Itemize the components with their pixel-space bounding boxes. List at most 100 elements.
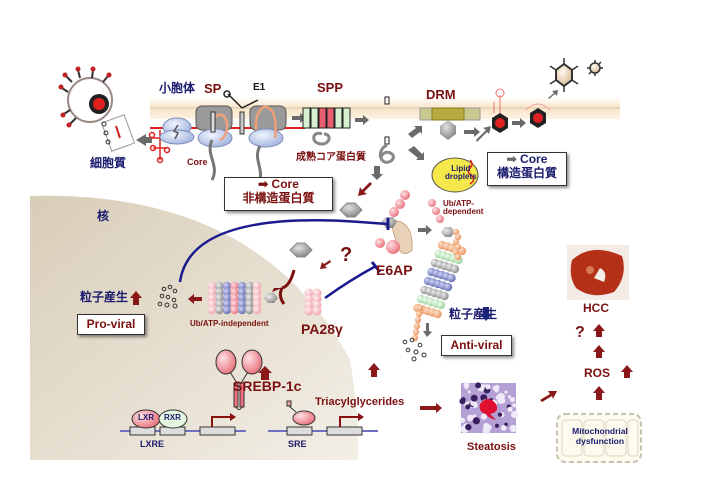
histology-texture [464,385,469,390]
ros-label: ROS [584,366,611,380]
cytoplasm-label: 細胞質 [90,156,127,170]
ub-dep-line2: dependent [443,207,484,217]
gray-arrow [408,146,424,160]
mito-line1: Mitochondrial [572,426,628,436]
histology-texture [459,417,466,423]
drm-label: DRM [426,87,456,102]
proteasome-subunit [447,273,456,283]
mito-line2: dysfunction [575,435,625,446]
histology-texture [504,390,508,394]
proteasome-subunit [245,299,254,309]
ub-chain-bead [452,228,460,236]
proteasome-subunit [230,299,239,309]
lipid-droplets-label: Lipid droplets [445,165,477,181]
proteasome-subunit [433,309,442,319]
proteasome-subunit [440,291,449,301]
proteasome-subunit [215,299,224,309]
srebp-1c-label: SREBP-1c [233,378,302,394]
histology-texture [500,425,507,431]
up-arrow-icon [593,386,605,400]
core-nonstructural-box: ➡ Core 非構造蛋白質 [224,177,333,211]
gray-arrow [136,134,152,146]
gray-arrow [476,126,491,142]
proteasome-subunit [207,293,217,303]
maroon-arrow [278,269,296,305]
histology-texture [512,403,517,408]
inhibition-line [178,219,389,283]
sp-label: SP [204,81,222,96]
gray-arrow [355,115,369,125]
maroon-arrow [540,391,557,402]
gray-arrow [371,166,383,180]
histology-texture [480,413,487,420]
gray-arrow [418,225,432,235]
proteasome-subunit [245,293,254,303]
lipid-label-line2: droplets [445,172,477,181]
proteasome-subunit [443,282,453,292]
ubiquitin-chain-icon [428,199,455,237]
pa28-gamma-icon [304,288,322,316]
box-structural-text: 構造蛋白質 [496,165,557,180]
histology-texture [472,414,477,419]
proteasome-subunit [245,305,254,315]
ub-chain-bead [454,243,462,251]
up-arrow-icon [130,291,142,305]
nucleocapsid-icon [492,88,508,133]
gray-arrow [548,90,558,99]
histology-texture [497,396,505,405]
hcc-label: HCC [583,301,609,315]
box-core-text: Core [271,177,299,191]
steatosis-histology-image [459,382,519,435]
ub-chain-bead [454,253,462,261]
hcc-question-mark: ? [575,324,585,341]
pa28-subunit [304,306,314,316]
e1-label: E1 [253,82,266,93]
histology-texture [475,382,482,389]
ub-chain-bead [415,310,423,318]
histology-texture [510,397,516,403]
translocon-sp [195,105,233,181]
histology-texture [472,417,480,425]
proteasome-subunit [252,305,262,315]
proteasome-subunit [222,293,232,303]
histology-texture [507,406,513,412]
srebp-bound-icon [292,410,316,426]
ub-chain-bead [454,233,462,241]
proteasome-subunit [436,300,446,310]
proteasome-subunit [450,264,460,274]
box-nonstructural-text: 非構造蛋白質 [242,190,315,205]
ub-dep-line1: Ub/ATP- [443,199,474,208]
spp-protease-icon [302,107,351,146]
particle-dots-icon [402,337,427,362]
ub-chain-bead [452,248,460,256]
ribosome-icon [159,117,195,145]
proteasome-subunit [230,305,239,315]
particle-production-down-label: 粒子産生 [449,307,498,321]
histology-texture [510,410,519,419]
core-hexagon-icon [289,242,313,258]
proteasome-subunit [222,299,232,309]
proteasome-26s-icon [411,228,467,342]
histology-texture [492,385,498,391]
histology-texture [470,394,478,402]
hcc-tumor-image [567,245,629,300]
sre-label: SRE [288,439,307,449]
mature-virion-small-icon [587,60,603,76]
proteasome-subunit [230,293,239,303]
histology-texture [465,423,472,431]
proteasome-subunit [252,299,262,309]
maroon-arrow [272,288,282,292]
maroon-arrow [188,294,202,304]
mature-virion-icon [549,58,579,92]
mitochondrial-dysfunction-label: Mitochondrial dysfunction [565,426,635,447]
particle-dots-icon [157,284,178,309]
proteasome-subunit [222,287,232,297]
histology-texture [482,426,491,435]
viral-rna-icon [100,114,136,152]
arrow-icon: ➡ [506,152,517,166]
question-mark: ? [340,244,353,266]
proteasome-subunit [245,287,254,297]
ub-chain-bead [414,316,422,324]
maroon-arrow [358,182,372,196]
up-arrow-icon [621,365,633,378]
